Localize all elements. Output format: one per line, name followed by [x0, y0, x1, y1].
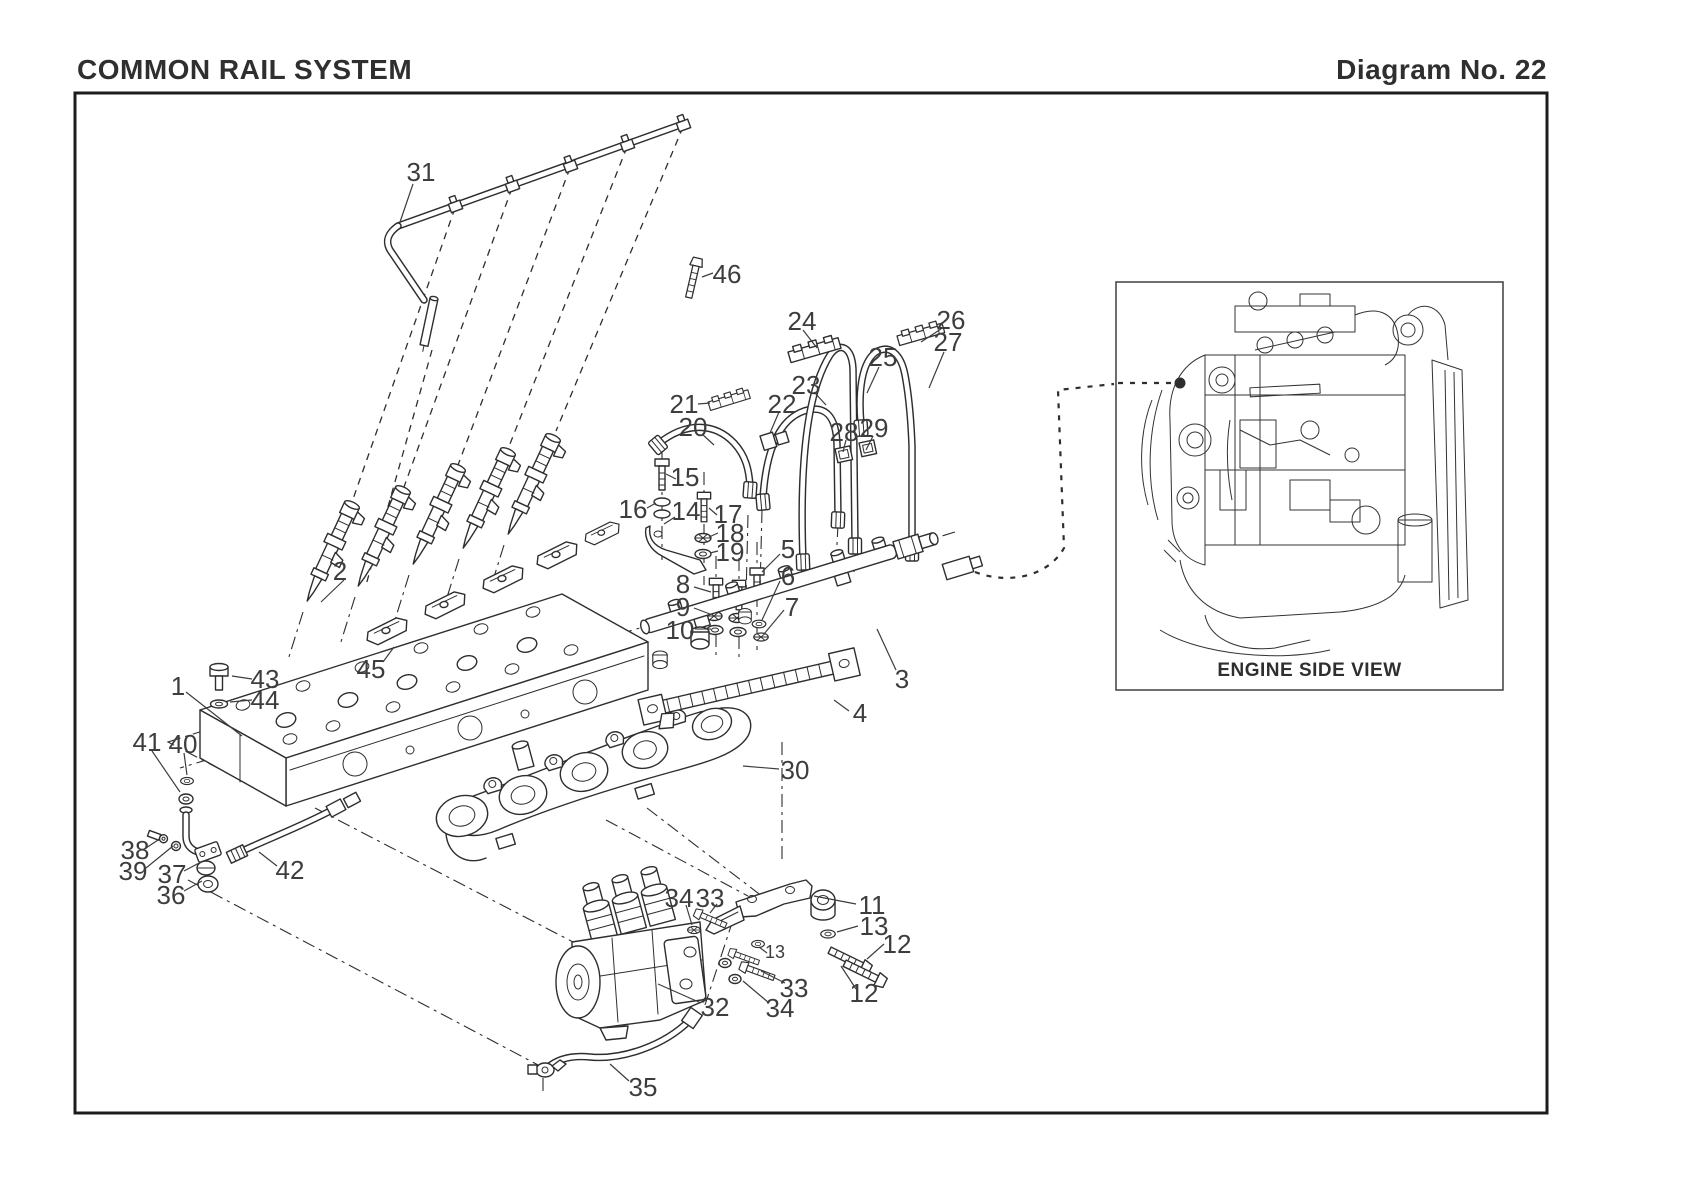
callout-21: 21: [669, 389, 699, 419]
callout-23: 23: [791, 370, 821, 400]
fuel-rail: [637, 532, 984, 730]
callout-29: 29: [859, 413, 889, 443]
callout-42: 42: [275, 855, 305, 885]
callout-43: 43: [250, 664, 280, 694]
ring-39: [170, 840, 182, 852]
callout-12: 12: [849, 978, 879, 1008]
callout-36: 36: [156, 880, 186, 910]
injection-pump: [555, 866, 707, 1041]
rail-end-sensor: [941, 555, 984, 581]
callout-44: 44: [250, 685, 280, 715]
engine-side-view-art: [1141, 291, 1469, 657]
callout-20: 20: [678, 412, 708, 442]
callout-13: 13: [764, 942, 786, 962]
callout-41: 41: [132, 727, 162, 757]
leakoff-dashed-lines: [351, 126, 684, 586]
bolt-46: [681, 256, 705, 300]
pipe-clamp-22: [759, 430, 790, 452]
callout-15: 15: [670, 462, 700, 492]
callout-22: 22: [767, 389, 797, 419]
head-bolt-43-44: [209, 662, 229, 709]
rail-hardware: [644, 458, 769, 642]
leakoff-rail: [383, 112, 705, 352]
callout-8: 8: [675, 569, 691, 599]
page-title: COMMON RAIL SYSTEM: [77, 54, 413, 85]
callout-25: 25: [868, 342, 898, 372]
callout-45: 45: [356, 654, 386, 684]
callout-19: 19: [715, 537, 745, 567]
callout-2: 2: [332, 556, 348, 586]
callout-13: 13: [859, 911, 889, 941]
callout-39: 39: [118, 856, 148, 886]
callout-7: 7: [784, 592, 800, 622]
callout-26: 26: [936, 305, 966, 335]
callout-32: 32: [700, 992, 730, 1022]
callout-6: 6: [780, 561, 796, 591]
callout-16: 16: [618, 494, 648, 524]
inset-box: [1115, 281, 1504, 691]
cylinder-head: [199, 593, 649, 807]
inset-caption: ENGINE SIDE VIEW: [1217, 660, 1402, 681]
callout-40: 40: [168, 729, 198, 759]
callout-17: 17: [713, 499, 743, 529]
callout-5: 5: [780, 534, 796, 564]
pipe-clamp-28: [834, 445, 854, 464]
diagram-frame: [73, 91, 1549, 1115]
callout-4: 4: [852, 698, 868, 728]
injector-pipes: [647, 319, 946, 571]
fuel-supply-line: [146, 776, 362, 893]
clip-38: [146, 829, 169, 844]
callout-3: 3: [894, 664, 910, 694]
callout-27: 27: [933, 327, 963, 357]
leader-lines: [145, 183, 945, 1082]
callout-35: 35: [628, 1072, 658, 1102]
bracket-14: [644, 525, 707, 575]
callout-18: 18: [715, 518, 745, 548]
callout-10: 10: [665, 615, 695, 645]
pump-bracket: [687, 879, 889, 990]
callout-9: 9: [675, 592, 691, 622]
pipe-clamp-24: [786, 333, 842, 364]
intake-manifold: [435, 706, 752, 862]
callout-33: 33: [779, 973, 809, 1003]
callout-1: 1: [170, 671, 186, 701]
callout-34: 34: [765, 993, 795, 1023]
callout-37: 37: [157, 859, 187, 889]
engine-side-view-inset: [974, 281, 1504, 691]
callout-12: 12: [882, 929, 912, 959]
pipe-clamp-29: [858, 439, 878, 458]
callout-38: 38: [120, 835, 150, 865]
hose-fitting-42: [225, 844, 249, 864]
callout-11: 11: [858, 890, 886, 920]
callout-30: 30: [780, 755, 810, 785]
callout-14: 14: [671, 496, 701, 526]
rail-bracket-4: [637, 647, 861, 730]
callout-31: 31: [406, 157, 436, 187]
callout-34: 34: [664, 883, 694, 913]
union-36: [197, 875, 219, 893]
banjo-bolt-37: [196, 860, 216, 876]
callout-28: 28: [829, 417, 859, 447]
callout-24: 24: [787, 306, 817, 336]
banjo-fitting: [527, 1059, 567, 1078]
diagram-number: Diagram No. 22: [1336, 54, 1547, 85]
pipe-clamp-21: [706, 386, 751, 411]
fuel-hose: [527, 1006, 704, 1078]
callout-33: 33: [695, 883, 725, 913]
callout-46: 46: [712, 259, 742, 289]
